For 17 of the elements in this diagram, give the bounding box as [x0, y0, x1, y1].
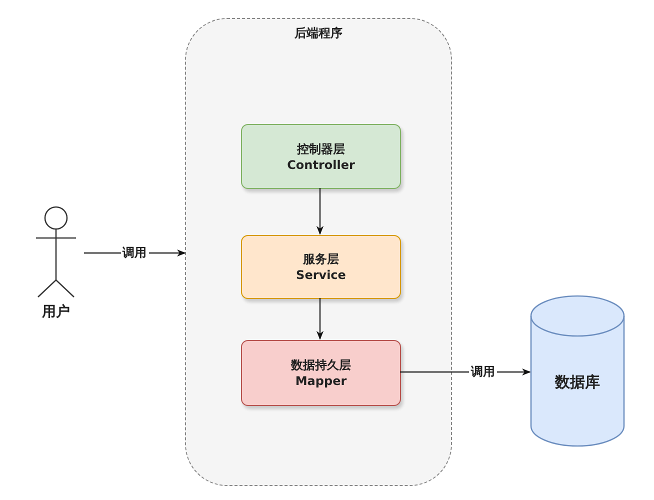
box-title: 服务层 — [303, 251, 339, 267]
box-subtitle: Controller — [287, 156, 355, 172]
edge-label: 调用 — [469, 364, 497, 380]
database-label: 数据库 — [554, 373, 601, 392]
actor-label: 用户 — [40, 303, 71, 321]
process-box — [241, 235, 401, 299]
box-title: 数据持久层 — [291, 357, 351, 373]
edge-label: 调用 — [120, 244, 148, 262]
box-subtitle: Mapper — [295, 373, 347, 389]
box-subtitle: Service — [296, 267, 346, 283]
process-box — [241, 124, 401, 189]
group-title: 后端程序 — [294, 25, 344, 42]
arrow — [316, 188, 324, 235]
group-container — [185, 18, 452, 486]
arrow — [316, 298, 324, 340]
process-box — [241, 340, 401, 406]
box-title: 控制器层 — [297, 140, 345, 156]
